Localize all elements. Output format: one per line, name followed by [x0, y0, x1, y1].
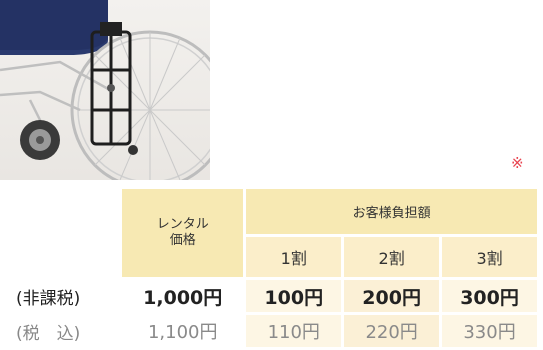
- product-photo: [0, 0, 230, 190]
- share-30-tax-exempt: 300円: [442, 280, 537, 312]
- table-row-tax-included: (税 込) 1,100円 110円 220円 330円: [0, 315, 537, 347]
- empty-corner-cell: [0, 189, 119, 277]
- rental-header-line2: 価格: [169, 233, 196, 248]
- row-label-tax-exempt: (非課税): [16, 288, 81, 309]
- row-label-tax-included: (税 込): [16, 323, 81, 344]
- notice-mark: ※: [511, 154, 524, 172]
- share-20-tax-included: 220円: [344, 315, 440, 347]
- percent-header-10: 1割: [246, 237, 342, 277]
- percent-header-30: 3割: [442, 237, 537, 277]
- share-10-tax-included: 110円: [246, 315, 342, 347]
- price-table: レンタル 価格 お客様負担額 1割 2割 3割 (非課税) 1,000円 100…: [0, 186, 540, 350]
- rental-price-tax-exempt: 1,000円: [143, 286, 223, 309]
- share-10-tax-exempt: 100円: [246, 280, 342, 312]
- customer-share-header: お客様負担額: [246, 189, 537, 235]
- table-row-tax-exempt: (非課税) 1,000円 100円 200円 300円: [0, 280, 537, 312]
- rental-header-line1: レンタル: [156, 217, 209, 232]
- rental-price-header: レンタル 価格: [122, 189, 244, 277]
- share-30-tax-included: 330円: [442, 315, 537, 347]
- percent-header-20: 2割: [344, 237, 440, 277]
- wheelchair-cylinder-holder-image: [0, 0, 230, 190]
- share-20-tax-exempt: 200円: [344, 280, 440, 312]
- rental-price-tax-included: 1,100円: [147, 322, 218, 343]
